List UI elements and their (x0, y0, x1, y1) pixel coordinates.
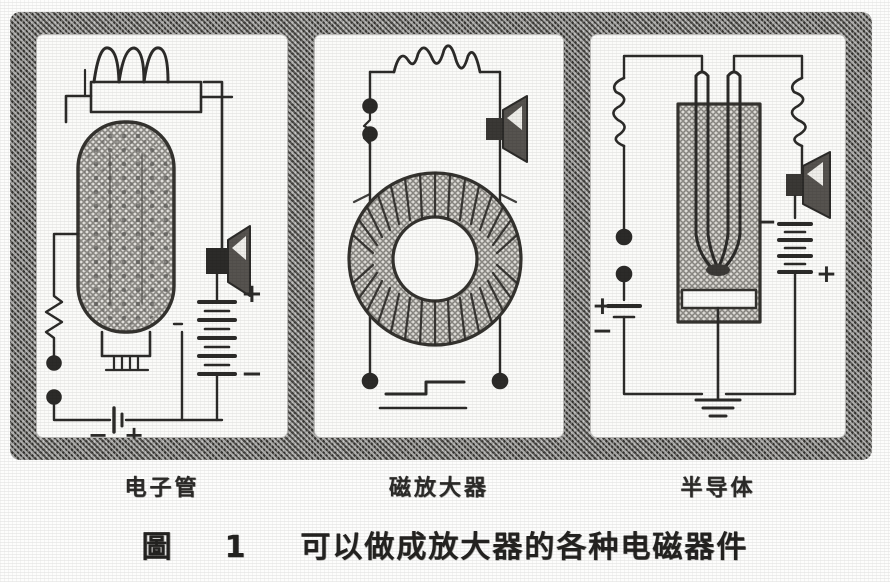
panel-semiconductor: + − − + (590, 34, 846, 438)
semiconductor-base-contact (680, 288, 758, 310)
input-terminal-bottom (46, 389, 62, 405)
probe-emitter (694, 74, 712, 268)
battery-right (777, 222, 813, 274)
resistor-zigzag (44, 282, 64, 348)
tube-coil-winding (92, 46, 170, 84)
battery-right (197, 300, 237, 376)
tube-base (100, 330, 152, 358)
tube-coil-core (89, 80, 203, 114)
heater-filament (112, 354, 140, 372)
battery-right-plus-sign: + (816, 259, 837, 288)
probe-collector (724, 74, 742, 268)
input-terminal-bottom (615, 265, 633, 283)
figure-caption: 圖 1 可以做成放大器的各种电磁器件 (0, 522, 890, 566)
caption-number: 1 (224, 530, 250, 565)
panel-label-magnetic-amplifier: 磁放大器 (388, 476, 489, 501)
input-terminal-lower-left (362, 126, 378, 142)
battery-right-minus-sign: − (241, 359, 263, 389)
output-terminal-bottom-left (361, 372, 379, 390)
caption-label: 圖 (141, 530, 174, 565)
horn-speaker (206, 225, 251, 297)
panel-label-electron-tube: 电子管 (124, 476, 200, 501)
figure-frame: + − − + (10, 12, 872, 460)
caption-text: 可以做成放大器的各种电磁器件 (300, 530, 749, 565)
horn-speaker (486, 95, 528, 163)
output-terminal-bottom-right (491, 372, 509, 390)
panel-electron-tube: + − − + (36, 34, 288, 438)
panel-magnetic-amplifier (314, 34, 564, 438)
input-terminal-top (46, 355, 62, 371)
output-coil (790, 76, 807, 148)
toroidal-core-winding (347, 171, 523, 347)
battery-left-plus-sign: + (592, 291, 613, 320)
horn-speaker (786, 151, 831, 219)
mag-input-coil (392, 44, 482, 74)
input-terminal-upper-left (362, 98, 378, 114)
semiconductor-block (676, 102, 762, 324)
battery-right-minus-sign: − (756, 207, 777, 236)
input-terminal-top (615, 228, 633, 246)
battery-bottom-plus-sign: + (124, 421, 144, 438)
step-waveform (378, 380, 468, 410)
input-coil (612, 76, 626, 148)
battery-right-plus-sign: + (241, 279, 263, 309)
battery-left-minus-sign: − (592, 316, 613, 345)
ground-symbol (694, 398, 742, 418)
panel-label-semiconductor: 半导体 (680, 476, 756, 501)
battery-bottom-minus-sign: − (88, 421, 108, 438)
